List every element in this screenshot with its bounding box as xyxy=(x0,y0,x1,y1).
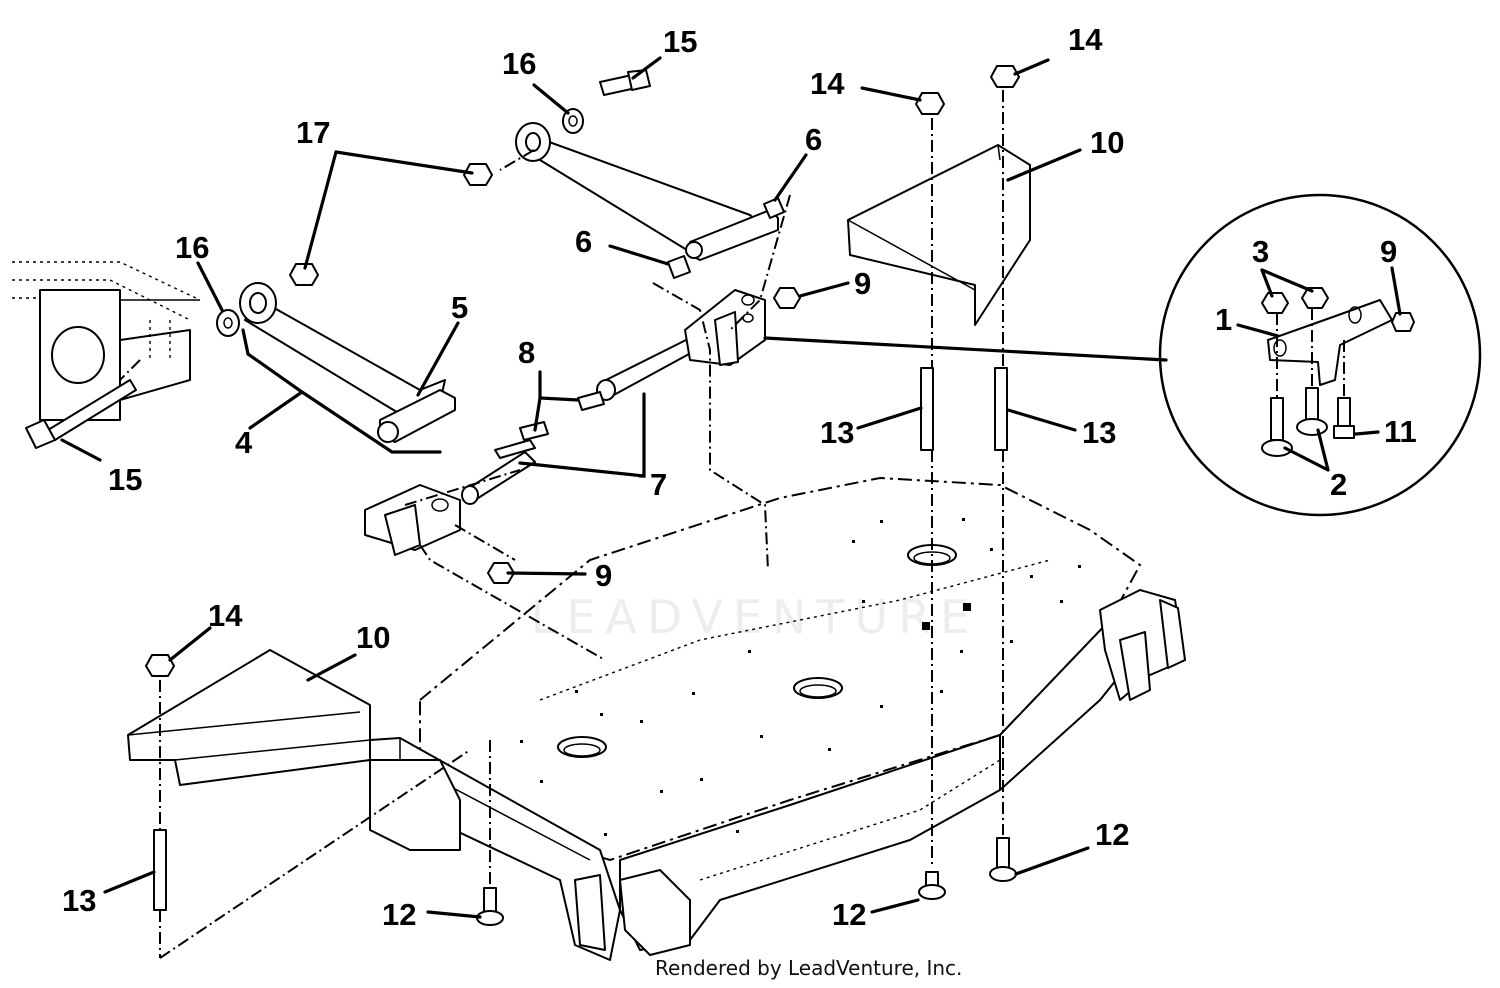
callout-4: 4 xyxy=(235,425,253,460)
callout-12: 12 xyxy=(382,897,416,932)
watermark: LEADVENTURE xyxy=(530,590,980,644)
callout-6: 6 xyxy=(575,224,592,259)
callout-14: 14 xyxy=(208,598,243,633)
callout-15: 15 xyxy=(663,24,697,59)
callout-7: 7 xyxy=(650,467,667,502)
deck-holes xyxy=(520,518,1081,836)
callout-14: 14 xyxy=(810,66,845,101)
callout-13: 13 xyxy=(820,415,854,450)
callout-10: 10 xyxy=(356,620,390,655)
callout-12: 12 xyxy=(1095,817,1129,852)
leader-lines xyxy=(60,56,1402,919)
callout-2: 2 xyxy=(1330,467,1347,502)
callout-17: 17 xyxy=(296,115,330,150)
callout-15: 15 xyxy=(108,462,142,497)
callout-6: 6 xyxy=(805,122,822,157)
bushing xyxy=(763,197,785,219)
callout-16: 16 xyxy=(175,230,209,265)
callout-16: 16 xyxy=(502,46,536,81)
callout-12: 12 xyxy=(832,897,866,932)
detail-inset xyxy=(1158,193,1482,517)
callout-9: 9 xyxy=(1380,234,1397,269)
callout-10: 10 xyxy=(1090,125,1124,160)
rear-hanger-bracket xyxy=(684,289,766,366)
callout-9: 9 xyxy=(595,558,612,593)
standoffs xyxy=(153,367,1008,911)
bolts xyxy=(25,69,1017,926)
detail-link-line xyxy=(763,336,1168,362)
callout-labels: 15 16 17 16 5 4 15 6 6 9 8 7 9 14 14 10 … xyxy=(62,22,1417,932)
belt-cover-front xyxy=(127,649,371,786)
front-hanger-bracket xyxy=(364,484,461,556)
nuts-washers xyxy=(145,65,1020,677)
mower-deck xyxy=(369,476,1186,961)
bushing xyxy=(667,255,691,279)
lift-arm-front xyxy=(239,282,456,443)
lift-arm-rear xyxy=(515,122,779,261)
callout-13: 13 xyxy=(1082,415,1116,450)
tractor-frame xyxy=(12,261,201,421)
callout-8: 8 xyxy=(518,335,535,370)
callout-9: 9 xyxy=(854,266,871,301)
callout-11: 11 xyxy=(1384,414,1417,449)
assembly-centerlines xyxy=(119,90,1004,959)
callout-1: 1 xyxy=(1215,302,1232,337)
callout-14: 14 xyxy=(1068,22,1103,57)
callout-3: 3 xyxy=(1252,234,1269,269)
render-credit: Rendered by LeadVenture, Inc. xyxy=(655,956,963,980)
callout-5: 5 xyxy=(451,290,468,325)
callout-13: 13 xyxy=(62,883,96,918)
